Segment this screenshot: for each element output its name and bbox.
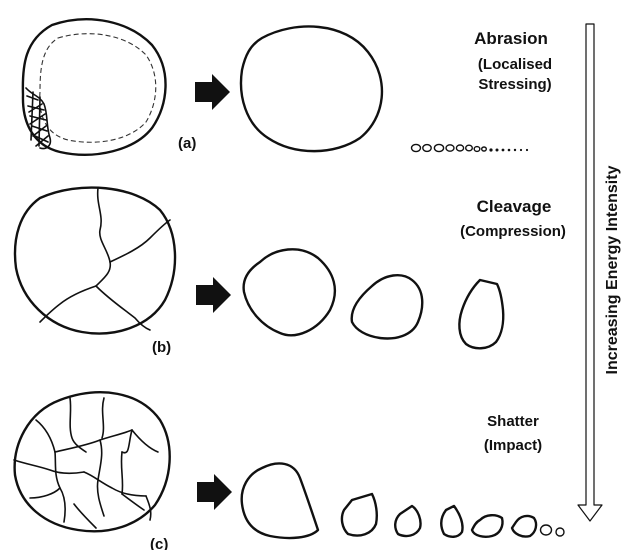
shatter-fragment-1 — [242, 463, 318, 538]
cleavage-fragments — [244, 249, 504, 348]
mechanism-title-cleavage: Cleavage — [477, 197, 552, 216]
particle-shatter-original — [14, 392, 170, 531]
down-arrow-icon — [578, 24, 602, 521]
shatter-fragment-4 — [441, 506, 462, 537]
shatter-fragment-3 — [395, 506, 420, 536]
panel-label-a: (a) — [178, 135, 196, 152]
shatter-fragment-5 — [472, 515, 503, 537]
cleavage-fragment-2 — [352, 275, 423, 338]
right-arrow-icon — [196, 277, 231, 313]
shatter-fragments — [242, 463, 564, 538]
right-arrow-icon — [197, 474, 232, 510]
mechanism-title-abrasion: Abrasion — [474, 29, 548, 48]
energy-axis-label: Increasing Energy Intensity — [604, 165, 621, 374]
energy-intensity-axis: Increasing Energy Intensity — [578, 24, 621, 521]
cleavage-fragment-3 — [459, 280, 503, 348]
row-shatter: (c) Shatter (Impact) — [14, 392, 564, 550]
panel-label-b: (b) — [152, 339, 171, 356]
particle-abrasion-original — [23, 19, 166, 154]
mechanism-subtitle-shatter-1: (Impact) — [484, 437, 542, 454]
abrasion-fines — [412, 144, 529, 151]
shatter-fragment-2 — [342, 494, 377, 536]
panel-label-c: (c) — [150, 536, 168, 550]
mechanism-subtitle-abrasion-1: (Localised — [478, 56, 552, 73]
particle-cleavage-original — [15, 188, 175, 334]
shatter-fragment-8 — [556, 528, 564, 536]
shatter-fragment-6 — [512, 516, 536, 537]
mechanism-subtitle-cleavage-1: (Compression) — [460, 223, 566, 240]
mechanism-title-shatter: Shatter — [487, 413, 539, 430]
shatter-fragment-7 — [541, 525, 552, 535]
mechanism-subtitle-abrasion-2: Stressing) — [478, 76, 551, 93]
right-arrow-icon — [195, 74, 230, 110]
row-cleavage: (b) Cleavage (Compression) — [15, 188, 566, 356]
particle-abrasion-result — [241, 26, 382, 151]
row-abrasion: (a) Abrasion (Localised Stressing) — [23, 19, 552, 154]
cleavage-fragment-1 — [244, 249, 335, 335]
